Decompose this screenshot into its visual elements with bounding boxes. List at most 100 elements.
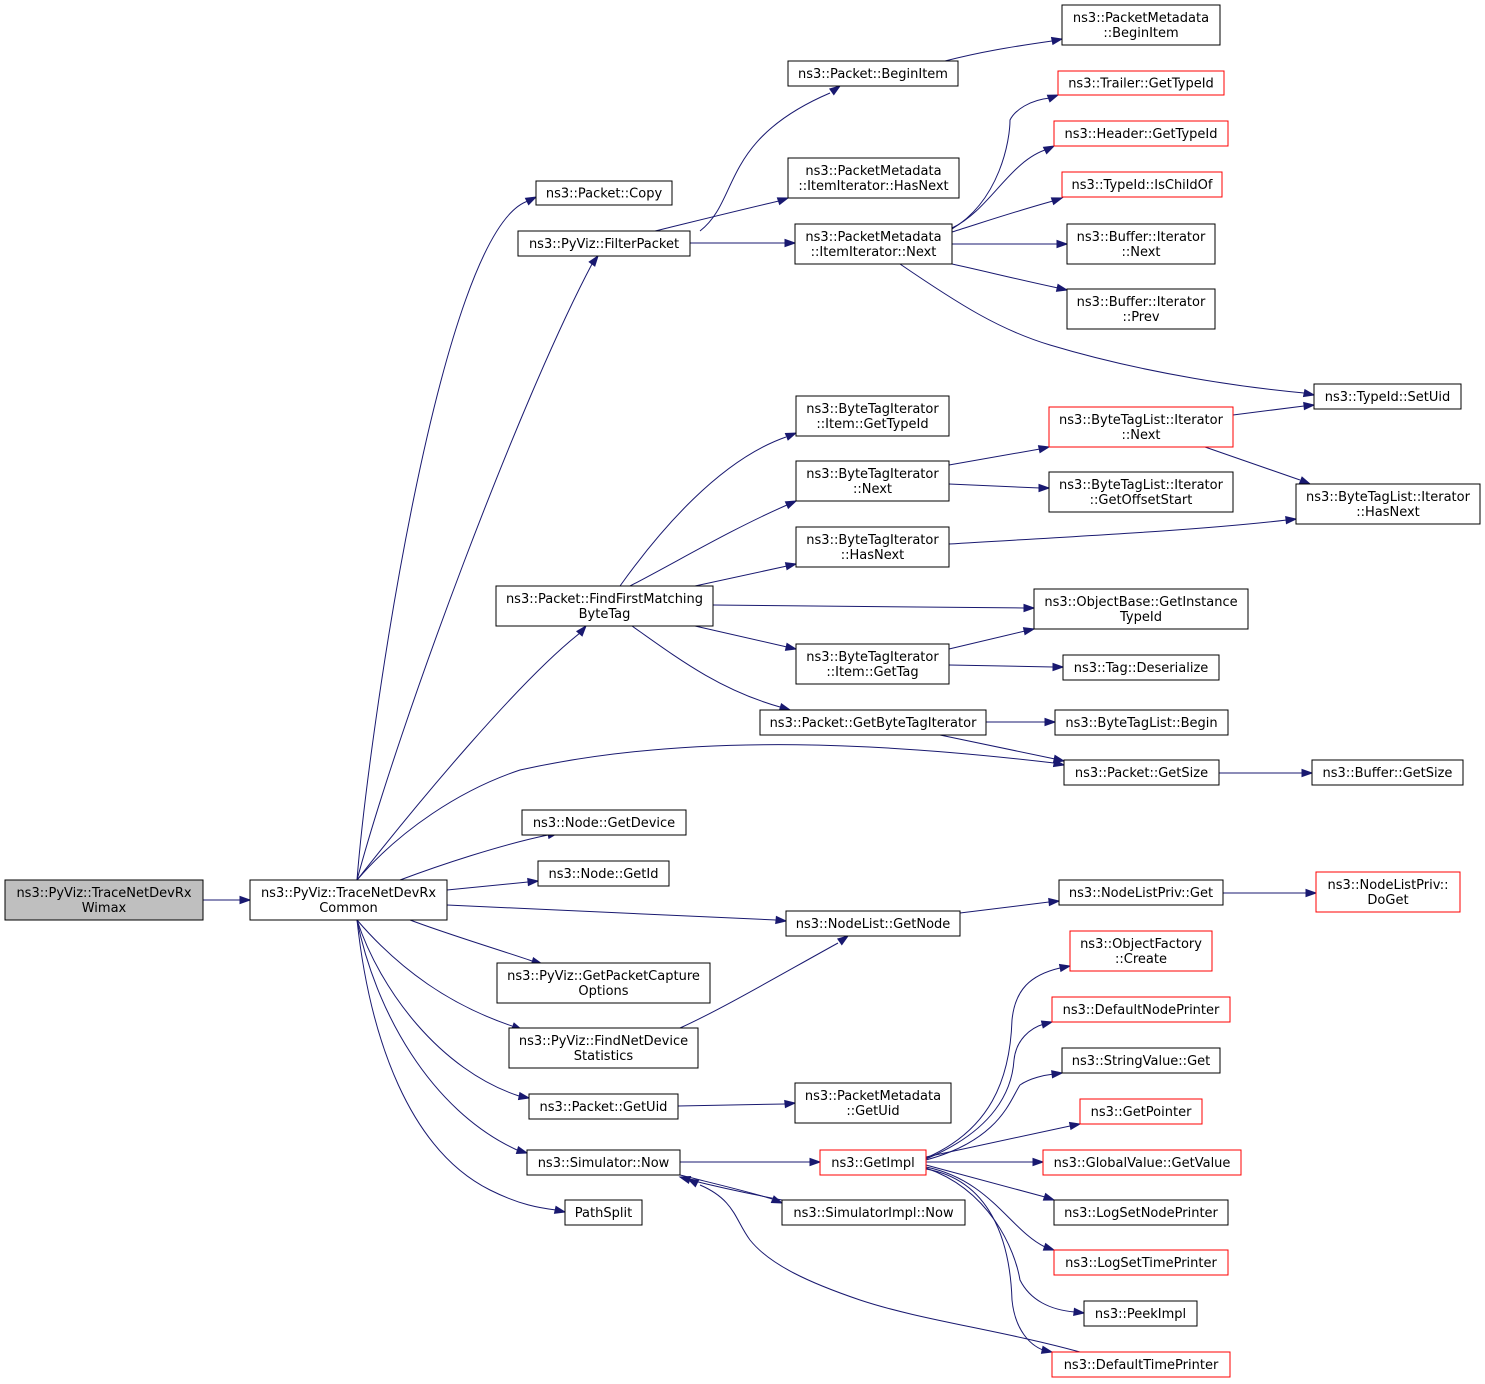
graph-node-getuid[interactable]: ns3::Packet::GetUid (528, 1093, 679, 1120)
node-box (781, 1199, 966, 1226)
node-label: ns3::Trailer::GetTypeId (1068, 77, 1214, 92)
graph-node-getbti[interactable]: ns3::Packet::GetByteTagIterator (759, 709, 987, 736)
node-box (819, 1149, 927, 1176)
arrow-head (1056, 239, 1069, 249)
graph-node-bti-gettag[interactable]: ns3::ByteTagIterator::Item::GetTag (795, 643, 950, 685)
call-edge (925, 1166, 1046, 1248)
graph-node-simimpl-now[interactable]: ns3::SimulatorImpl::Now (781, 1199, 966, 1226)
graph-node-buf-getsize[interactable]: ns3::Buffer::GetSize (1311, 759, 1464, 786)
graph-node-now[interactable]: ns3::Simulator::Now (526, 1149, 681, 1176)
graph-node-buf-next[interactable]: ns3::Buffer::Iterator::Next (1066, 223, 1216, 265)
node-label: ns3::NodeList::GetNode (796, 917, 951, 932)
arrow-head (1038, 483, 1051, 493)
graph-node-getdevice[interactable]: ns3::Node::GetDevice (521, 809, 687, 836)
call-edge (925, 1167, 1076, 1313)
node-label: Common (319, 901, 378, 916)
graph-node-bti-next[interactable]: ns3::ByteTagIterator::Next (795, 460, 950, 502)
graph-node-getnode[interactable]: ns3::NodeList::GetNode (785, 910, 961, 937)
graph-node-ischild[interactable]: ns3::TypeId::IsChildOf (1061, 171, 1223, 198)
arrow-head (1303, 401, 1316, 411)
call-edge (959, 901, 1050, 914)
graph-node-pm-begin[interactable]: ns3::PacketMetadata::BeginItem (1061, 4, 1221, 46)
graph-node-trailer[interactable]: ns3::Trailer::GetTypeId (1057, 70, 1225, 96)
node-label: ns3::Buffer::Iterator (1077, 295, 1206, 310)
graph-node-peekimpl[interactable]: ns3::PeekImpl (1083, 1300, 1198, 1327)
graph-node-bti-item-gt[interactable]: ns3::ByteTagIterator::Item::GetTypeId (795, 395, 950, 437)
node-label: ns3::PyViz::GetPacketCapture (507, 969, 700, 984)
graph-node-header[interactable]: ns3::Header::GetTypeId (1053, 120, 1229, 147)
node-label: ns3::PacketMetadata (805, 230, 941, 245)
graph-node-nlp-doget[interactable]: ns3::NodeListPriv::DoGet (1315, 871, 1461, 913)
node-box (1062, 654, 1220, 681)
arrow-head (1042, 145, 1056, 155)
graph-node-filter[interactable]: ns3::PyViz::FilterPacket (517, 230, 691, 257)
node-label: ::ItemIterator::HasNext (798, 179, 948, 194)
graph-node-getsize[interactable]: ns3::Packet::GetSize (1063, 759, 1220, 786)
graph-node-pm-getuid[interactable]: ns3::PacketMetadata::GetUid (794, 1082, 952, 1124)
graph-node-pm-next[interactable]: ns3::PacketMetadata::ItemIterator::Next (794, 223, 953, 265)
call-edge (654, 200, 780, 232)
node-label: ::Create (1115, 952, 1167, 967)
node-box (1069, 930, 1213, 972)
graph-node-pm-hasnext[interactable]: ns3::PacketMetadata::ItemIterator::HasNe… (787, 157, 960, 199)
graph-node-lsnp[interactable]: ns3::LogSetNodePrinter (1053, 1199, 1229, 1226)
node-label: Statistics (574, 1049, 634, 1064)
graph-node-btl-begin[interactable]: ns3::ByteTagList::Begin (1054, 709, 1229, 736)
arrow-head (1040, 1020, 1054, 1029)
node-label: Options (578, 984, 628, 999)
call-edge (948, 483, 1041, 489)
node-box (1295, 483, 1481, 525)
call-edge (951, 263, 1059, 289)
arrow-head (1032, 1157, 1045, 1167)
graph-node-bti-hasnext[interactable]: ns3::ByteTagIterator::HasNext (795, 526, 950, 568)
arrow-head (1298, 476, 1312, 485)
arrow-head (784, 562, 798, 571)
graph-node-sv-get[interactable]: ns3::StringValue::Get (1061, 1047, 1221, 1074)
graph-node-lstp[interactable]: ns3::LogSetTimePrinter (1053, 1249, 1229, 1276)
graph-node-getpointer[interactable]: ns3::GetPointer (1079, 1098, 1203, 1125)
arrow-head (1040, 1345, 1054, 1354)
node-label: ns3::Packet::GetByteTagIterator (770, 716, 978, 731)
graph-node-of-create[interactable]: ns3::ObjectFactory::Create (1069, 930, 1213, 972)
graph-node-dnp[interactable]: ns3::DefaultNodePrinter (1051, 996, 1231, 1023)
graph-node-btl-offset[interactable]: ns3::ByteTagList::Iterator::GetOffsetSta… (1048, 471, 1234, 513)
node-box (526, 1149, 681, 1176)
node-label: ::GetUid (846, 1104, 899, 1119)
graph-node-getid[interactable]: ns3::Node::GetId (537, 860, 670, 887)
node-label: ns3::ByteTagIterator (806, 533, 939, 548)
graph-node-buf-prev[interactable]: ns3::Buffer::Iterator::Prev (1066, 288, 1216, 330)
arrow-head (784, 642, 798, 651)
node-box (1042, 1149, 1242, 1176)
call-edge (948, 448, 1041, 466)
call-edges (203, 36, 1318, 1354)
graph-node-btl-hasnext[interactable]: ns3::ByteTagList::Iterator::HasNext (1295, 483, 1481, 525)
node-box (4, 879, 204, 921)
node-label: ::GetOffsetStart (1090, 493, 1193, 508)
node-box (1057, 70, 1225, 96)
graph-node-gv-getvalue[interactable]: ns3::GlobalValue::GetValue (1042, 1149, 1242, 1176)
graph-node-tag-deser[interactable]: ns3::Tag::Deserialize (1062, 654, 1220, 681)
call-edge (629, 504, 788, 587)
arrow-head (239, 895, 252, 905)
graph-node-btl-next[interactable]: ns3::ByteTagList::Iterator::Next (1048, 406, 1234, 448)
graph-node-setuid[interactable]: ns3::TypeId::SetUid (1313, 383, 1462, 410)
graph-node-getimpl[interactable]: ns3::GetImpl (819, 1149, 927, 1176)
graph-node-beginitem[interactable]: ns3::Packet::BeginItem (787, 60, 959, 87)
graph-node-dtp[interactable]: ns3::DefaultTimePrinter (1051, 1351, 1231, 1378)
graph-node-copy[interactable]: ns3::Packet::Copy (535, 180, 673, 206)
graph-node-pathsplit[interactable]: PathSplit (564, 1199, 643, 1226)
arrow-head (1042, 1242, 1056, 1251)
call-edge (925, 1023, 1045, 1160)
call-edge (925, 1073, 1055, 1161)
node-label: ns3::PyViz::FindNetDevice (519, 1034, 688, 1049)
node-box (1079, 1098, 1203, 1125)
node-label: ns3::Packet::FindFirstMatching (506, 592, 703, 607)
node-label: ns3::SimulatorImpl::Now (793, 1206, 954, 1221)
graph-node-nlp-get[interactable]: ns3::NodeListPriv::Get (1058, 879, 1224, 906)
